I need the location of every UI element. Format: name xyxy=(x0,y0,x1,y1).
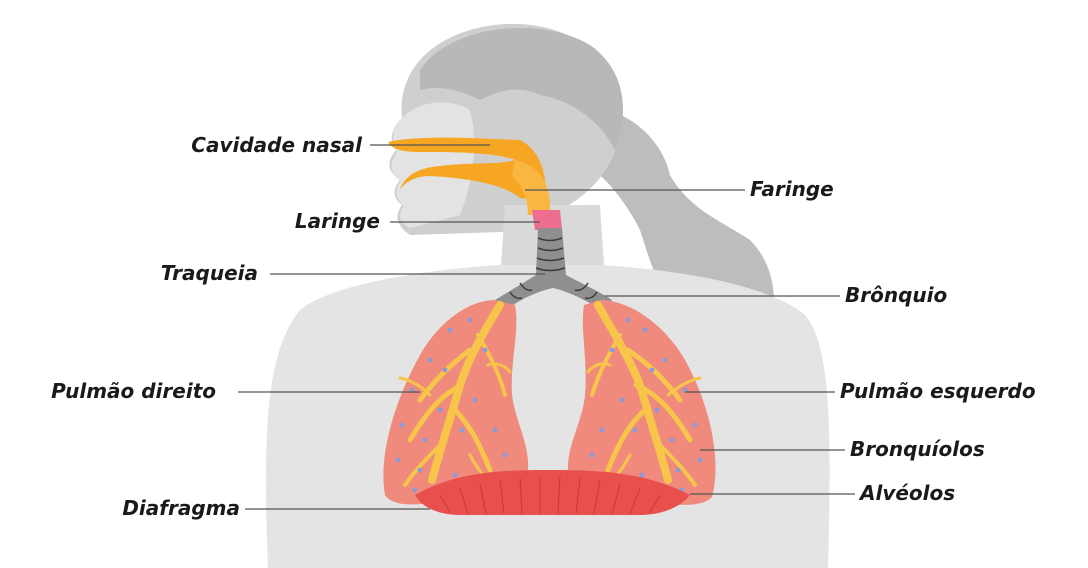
label-bronquiolos: Bronquíolos xyxy=(850,437,985,461)
label-pulmao-esquerdo: Pulmão esquerdo xyxy=(840,379,1036,403)
larynx xyxy=(532,210,562,230)
label-traqueia: Traqueia xyxy=(161,261,258,285)
label-cavidade-nasal: Cavidade nasal xyxy=(191,133,363,157)
label-bronquio: Brônquio xyxy=(845,283,947,307)
torso xyxy=(266,265,830,568)
label-alveolos: Alvéolos xyxy=(858,481,955,505)
label-laringe: Laringe xyxy=(295,209,380,233)
label-faringe: Faringe xyxy=(750,177,834,201)
label-pulmao-direito: Pulmão direito xyxy=(51,379,216,403)
label-diafragma: Diafragma xyxy=(122,496,240,520)
